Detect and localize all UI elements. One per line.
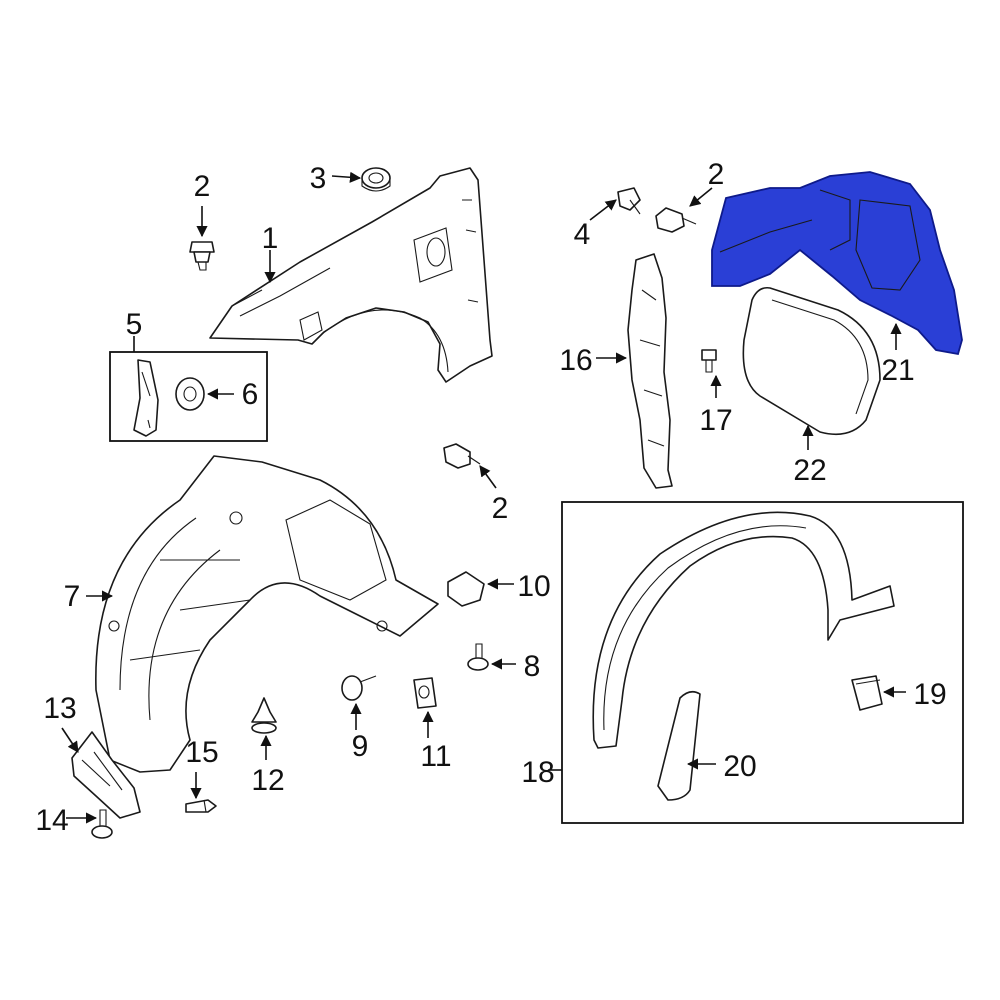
callout-13: 13: [43, 692, 76, 725]
part-grommet-3[interactable]: [361, 167, 391, 192]
part-push-pin-15[interactable]: [185, 799, 217, 813]
part-bracket-5[interactable]: [133, 359, 159, 437]
callout-2-upper-right: 2: [708, 158, 725, 191]
group-box-18: [561, 501, 964, 824]
callout-10: 10: [517, 570, 550, 603]
callout-4: 4: [574, 218, 591, 251]
group-box-5: [109, 351, 268, 442]
part-wheel-arch-molding-18[interactable]: [592, 511, 895, 749]
leader-lines: [61, 171, 906, 824]
callout-12: 12: [251, 764, 284, 797]
callout-2-center: 2: [492, 492, 509, 525]
callout-1: 1: [262, 222, 279, 255]
part-bolt-2b[interactable]: [655, 207, 697, 233]
callout-7: 7: [64, 580, 81, 613]
callout-21: 21: [881, 354, 914, 387]
part-screw-17[interactable]: [701, 349, 717, 373]
callout-22: 22: [793, 454, 826, 487]
callout-6: 6: [242, 378, 259, 411]
callout-20: 20: [723, 750, 756, 783]
part-push-pin-8[interactable]: [467, 643, 489, 671]
part-bolt-2c[interactable]: [443, 443, 481, 469]
callout-17: 17: [699, 404, 732, 437]
part-splash-shield-13[interactable]: [71, 731, 141, 819]
part-molding-20[interactable]: [657, 690, 701, 801]
callout-5: 5: [126, 308, 143, 341]
callout-19: 19: [913, 678, 946, 711]
part-wheelhouse-liner-7[interactable]: [95, 455, 439, 773]
part-push-pin-12[interactable]: [251, 697, 277, 734]
part-screw-14[interactable]: [91, 809, 113, 839]
callout-2-upper-left: 2: [194, 170, 211, 203]
callout-9: 9: [352, 730, 369, 763]
part-nut-clip-11[interactable]: [413, 677, 437, 709]
part-nut-6[interactable]: [175, 377, 205, 411]
callout-16: 16: [559, 344, 592, 377]
part-fuel-filler-housing-21[interactable]: [711, 171, 963, 356]
callout-8: 8: [524, 650, 541, 683]
callout-18: 18: [521, 756, 554, 789]
part-bolt-9[interactable]: [341, 675, 377, 701]
callout-3: 3: [310, 162, 327, 195]
part-clip-19[interactable]: [851, 675, 883, 711]
part-fender[interactable]: [209, 167, 493, 383]
part-bracket-16[interactable]: [627, 253, 673, 489]
callout-labels: 1 2 2 2 3 4 5 6 7 8 9 10 11 12 13 14 15 …: [35, 158, 946, 837]
callout-11: 11: [420, 740, 451, 773]
callout-15: 15: [185, 736, 218, 769]
part-clip-10[interactable]: [447, 571, 485, 607]
part-fuel-door-22[interactable]: [742, 286, 881, 436]
part-bolt-2a[interactable]: [189, 241, 215, 271]
callout-14: 14: [35, 804, 68, 837]
part-clip-4[interactable]: [617, 187, 641, 215]
